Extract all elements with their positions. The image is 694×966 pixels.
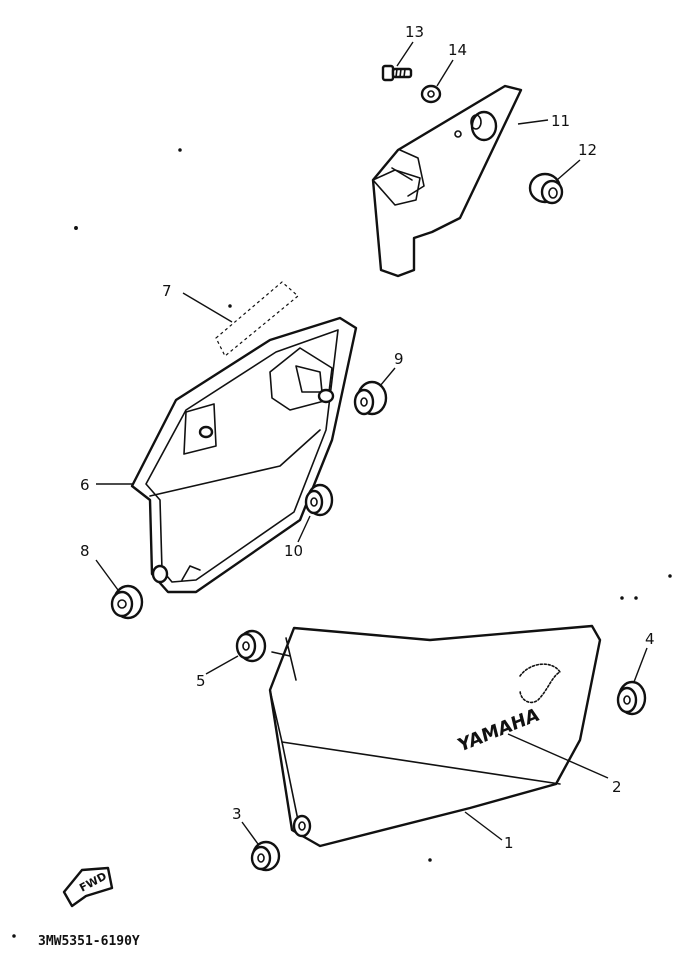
callout-7: 7 bbox=[162, 282, 172, 300]
grommet-part-12 bbox=[528, 172, 564, 205]
callout-14: 14 bbox=[448, 41, 467, 59]
washer-part-14 bbox=[420, 84, 442, 104]
inner-cover-part-6 bbox=[130, 316, 358, 594]
callout-1: 1 bbox=[504, 834, 514, 852]
label-part-7 bbox=[215, 281, 299, 357]
grommet-part-8 bbox=[110, 584, 144, 620]
grommet-part-5 bbox=[235, 629, 267, 663]
scan-dots bbox=[12, 148, 672, 938]
catalog-code: 3MW5351-6190Y bbox=[38, 934, 140, 949]
callout-13: 13 bbox=[405, 23, 424, 41]
callout-2: 2 bbox=[612, 778, 622, 796]
fwd-arrow-icon: FWD bbox=[62, 866, 114, 908]
callout-labels: 13 14 11 12 7 9 6 10 8 5 4 2 1 3 bbox=[80, 23, 655, 852]
callout-12: 12 bbox=[578, 141, 597, 159]
grommet-part-10 bbox=[304, 483, 334, 517]
callout-5: 5 bbox=[196, 672, 206, 690]
grommet-part-9 bbox=[353, 380, 388, 416]
grommet-part-3 bbox=[250, 840, 281, 872]
callout-9: 9 bbox=[394, 350, 404, 368]
callout-3: 3 bbox=[232, 805, 242, 823]
leader-lines bbox=[95, 41, 648, 845]
callout-10: 10 bbox=[284, 542, 303, 560]
bolt-part-13 bbox=[381, 64, 413, 82]
callout-8: 8 bbox=[80, 542, 90, 560]
callout-11: 11 bbox=[551, 112, 570, 130]
callout-6: 6 bbox=[80, 476, 90, 494]
side-cover-part-1 bbox=[268, 624, 602, 848]
callout-4: 4 bbox=[645, 630, 655, 648]
bracket-part-11 bbox=[371, 84, 523, 278]
grommet-part-4 bbox=[616, 680, 647, 716]
